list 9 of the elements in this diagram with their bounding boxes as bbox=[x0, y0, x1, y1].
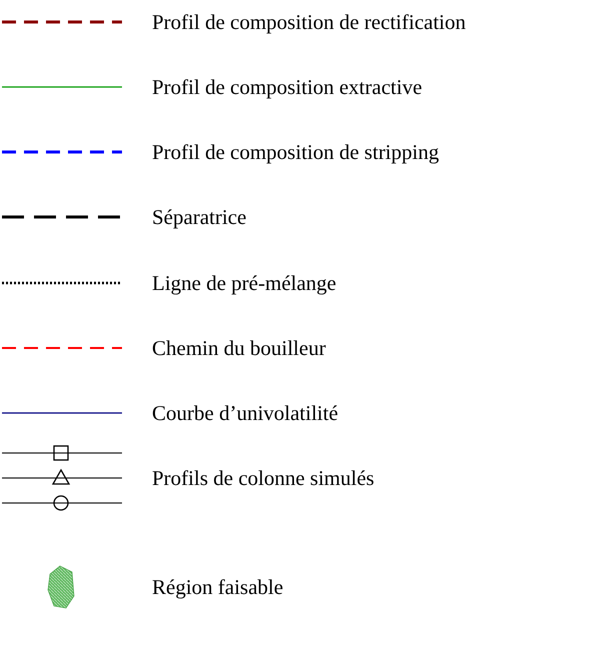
legend-label: Profil de composition de stripping bbox=[152, 139, 439, 165]
legend-label: Profil de composition de rectification bbox=[152, 9, 466, 35]
legend-label: Courbe d’univolatilité bbox=[152, 400, 338, 426]
legend-label: Ligne de pré-mélange bbox=[152, 270, 336, 296]
legend-label: Profil de composition extractive bbox=[152, 74, 422, 100]
legend-label: Chemin du bouilleur bbox=[152, 335, 326, 361]
legend-label: Région faisable bbox=[152, 574, 284, 600]
legend-label: Séparatrice bbox=[152, 204, 246, 230]
legend-label: Profils de colonne simulés bbox=[152, 465, 374, 491]
